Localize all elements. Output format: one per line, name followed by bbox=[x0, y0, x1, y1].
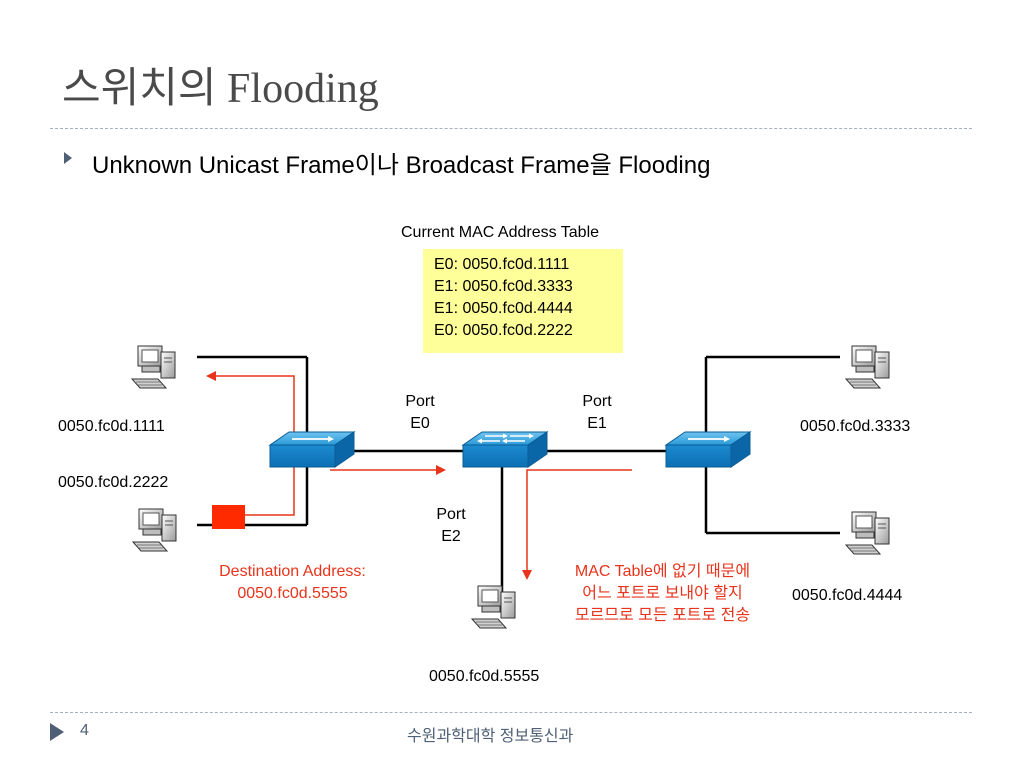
bullet-text: Unknown Unicast Frame이나 Broadcast Frame을… bbox=[92, 152, 711, 179]
pc-3333-icon bbox=[845, 345, 890, 389]
pc-1111-icon bbox=[131, 345, 176, 389]
host-2222-label: 0050.fc0d.2222 bbox=[58, 474, 169, 491]
flow-to-pc5555 bbox=[522, 469, 632, 580]
host-4444-label: 0050.fc0d.4444 bbox=[792, 587, 903, 604]
mac-table-entry: E1: 0050.fc0d.4444 bbox=[434, 300, 573, 317]
pc-2222-icon bbox=[132, 508, 177, 552]
mac-table-entry: E0: 0050.fc0d.1111 bbox=[434, 256, 570, 273]
slide-title: 스위치의 Flooding bbox=[62, 66, 379, 112]
host-3333-label: 0050.fc0d.3333 bbox=[800, 418, 911, 435]
switch-center-icon bbox=[461, 431, 549, 468]
page-number: 4 bbox=[80, 722, 89, 739]
footer-divider bbox=[50, 712, 972, 713]
footer-organization: 수원과학대학 정보통신과 bbox=[407, 728, 574, 745]
host-5555-label: 0050.fc0d.5555 bbox=[429, 668, 540, 685]
destination-address-note: Destination Address:0050.fc0d.5555 bbox=[219, 563, 366, 602]
footer-arrow-icon bbox=[50, 723, 64, 741]
host-1111-label: 0050.fc0d.1111 bbox=[58, 418, 165, 435]
pc-4444-icon bbox=[845, 511, 890, 555]
mac-table-title: Current MAC Address Table bbox=[401, 224, 600, 241]
frame-packet-icon bbox=[212, 505, 245, 529]
mac-table-entry: E0: 0050.fc0d.2222 bbox=[434, 322, 573, 339]
switch-right-icon bbox=[664, 431, 752, 468]
mac-address-table: E0: 0050.fc0d.1111 E1: 0050.fc0d.3333 E1… bbox=[423, 249, 623, 353]
pc-5555-icon bbox=[471, 585, 516, 629]
title-divider bbox=[50, 128, 972, 129]
switch-left-icon bbox=[268, 431, 356, 468]
bullet-arrow-icon bbox=[64, 152, 72, 164]
mac-table-entry: E1: 0050.fc0d.3333 bbox=[434, 278, 573, 295]
